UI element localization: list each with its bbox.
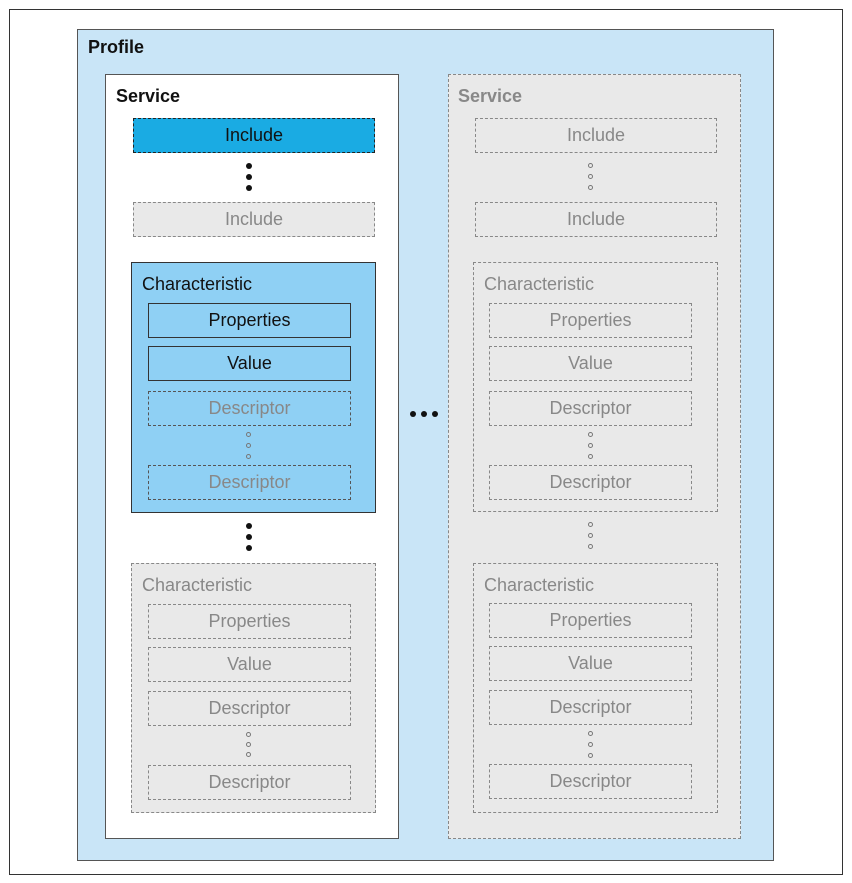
- characteristic-optional-title: Characteristic: [142, 575, 253, 595]
- ellipsis-dot: [588, 753, 593, 758]
- descriptor-box: Descriptor: [489, 764, 692, 799]
- descriptor-box: Descriptor: [148, 465, 351, 500]
- ellipsis-dot: [246, 732, 251, 737]
- ellipsis-dot: [246, 454, 251, 459]
- ellipsis-dot: [246, 752, 251, 757]
- ellipsis-dot: [246, 174, 252, 180]
- ellipsis-dot: [421, 411, 427, 417]
- ellipsis-dot: [588, 432, 593, 437]
- ellipsis-dot: [246, 534, 252, 540]
- properties-box: Properties: [489, 303, 692, 338]
- properties-box: Properties: [489, 603, 692, 638]
- ellipsis-dot: [246, 432, 251, 437]
- characteristic-title: Characteristic: [484, 274, 595, 294]
- ellipsis-dot: [588, 454, 593, 459]
- include-active-box: Include: [133, 118, 375, 153]
- characteristic-title: Characteristic: [484, 575, 595, 595]
- ellipsis-dot: [246, 523, 252, 529]
- descriptor-box: Descriptor: [489, 391, 692, 426]
- ellipsis-dot: [588, 522, 593, 527]
- service-optional-title: Service: [458, 86, 523, 106]
- include-box: Include: [475, 118, 717, 153]
- ellipsis-dot: [588, 544, 593, 549]
- ellipsis-dot: [588, 731, 593, 736]
- ellipsis-dot: [246, 443, 251, 448]
- descriptor-box: Descriptor: [148, 691, 351, 726]
- characteristic-active-title: Characteristic: [142, 274, 253, 294]
- ellipsis-dot: [588, 185, 593, 190]
- ellipsis-dot: [246, 185, 252, 191]
- value-box: Value: [148, 346, 351, 381]
- descriptor-box: Descriptor: [148, 391, 351, 426]
- include-box: Include: [475, 202, 717, 237]
- ellipsis-dot: [246, 545, 252, 551]
- descriptor-box: Descriptor: [489, 465, 692, 500]
- descriptor-box: Descriptor: [489, 690, 692, 725]
- ellipsis-dot: [432, 411, 438, 417]
- value-box: Value: [489, 646, 692, 681]
- profile-title: Profile: [88, 37, 145, 57]
- ellipsis-dot: [588, 163, 593, 168]
- value-box: Value: [489, 346, 692, 381]
- value-box: Value: [148, 647, 351, 682]
- ellipsis-dot: [588, 443, 593, 448]
- ellipsis-dot: [588, 742, 593, 747]
- ellipsis-dot: [246, 742, 251, 747]
- ellipsis-dot: [588, 174, 593, 179]
- properties-box: Properties: [148, 303, 351, 338]
- ellipsis-dot: [410, 411, 416, 417]
- properties-box: Properties: [148, 604, 351, 639]
- ellipsis-dot: [246, 163, 252, 169]
- descriptor-box: Descriptor: [148, 765, 351, 800]
- service-main-title: Service: [116, 86, 181, 106]
- ellipsis-dot: [588, 533, 593, 538]
- include-optional-box: Include: [133, 202, 375, 237]
